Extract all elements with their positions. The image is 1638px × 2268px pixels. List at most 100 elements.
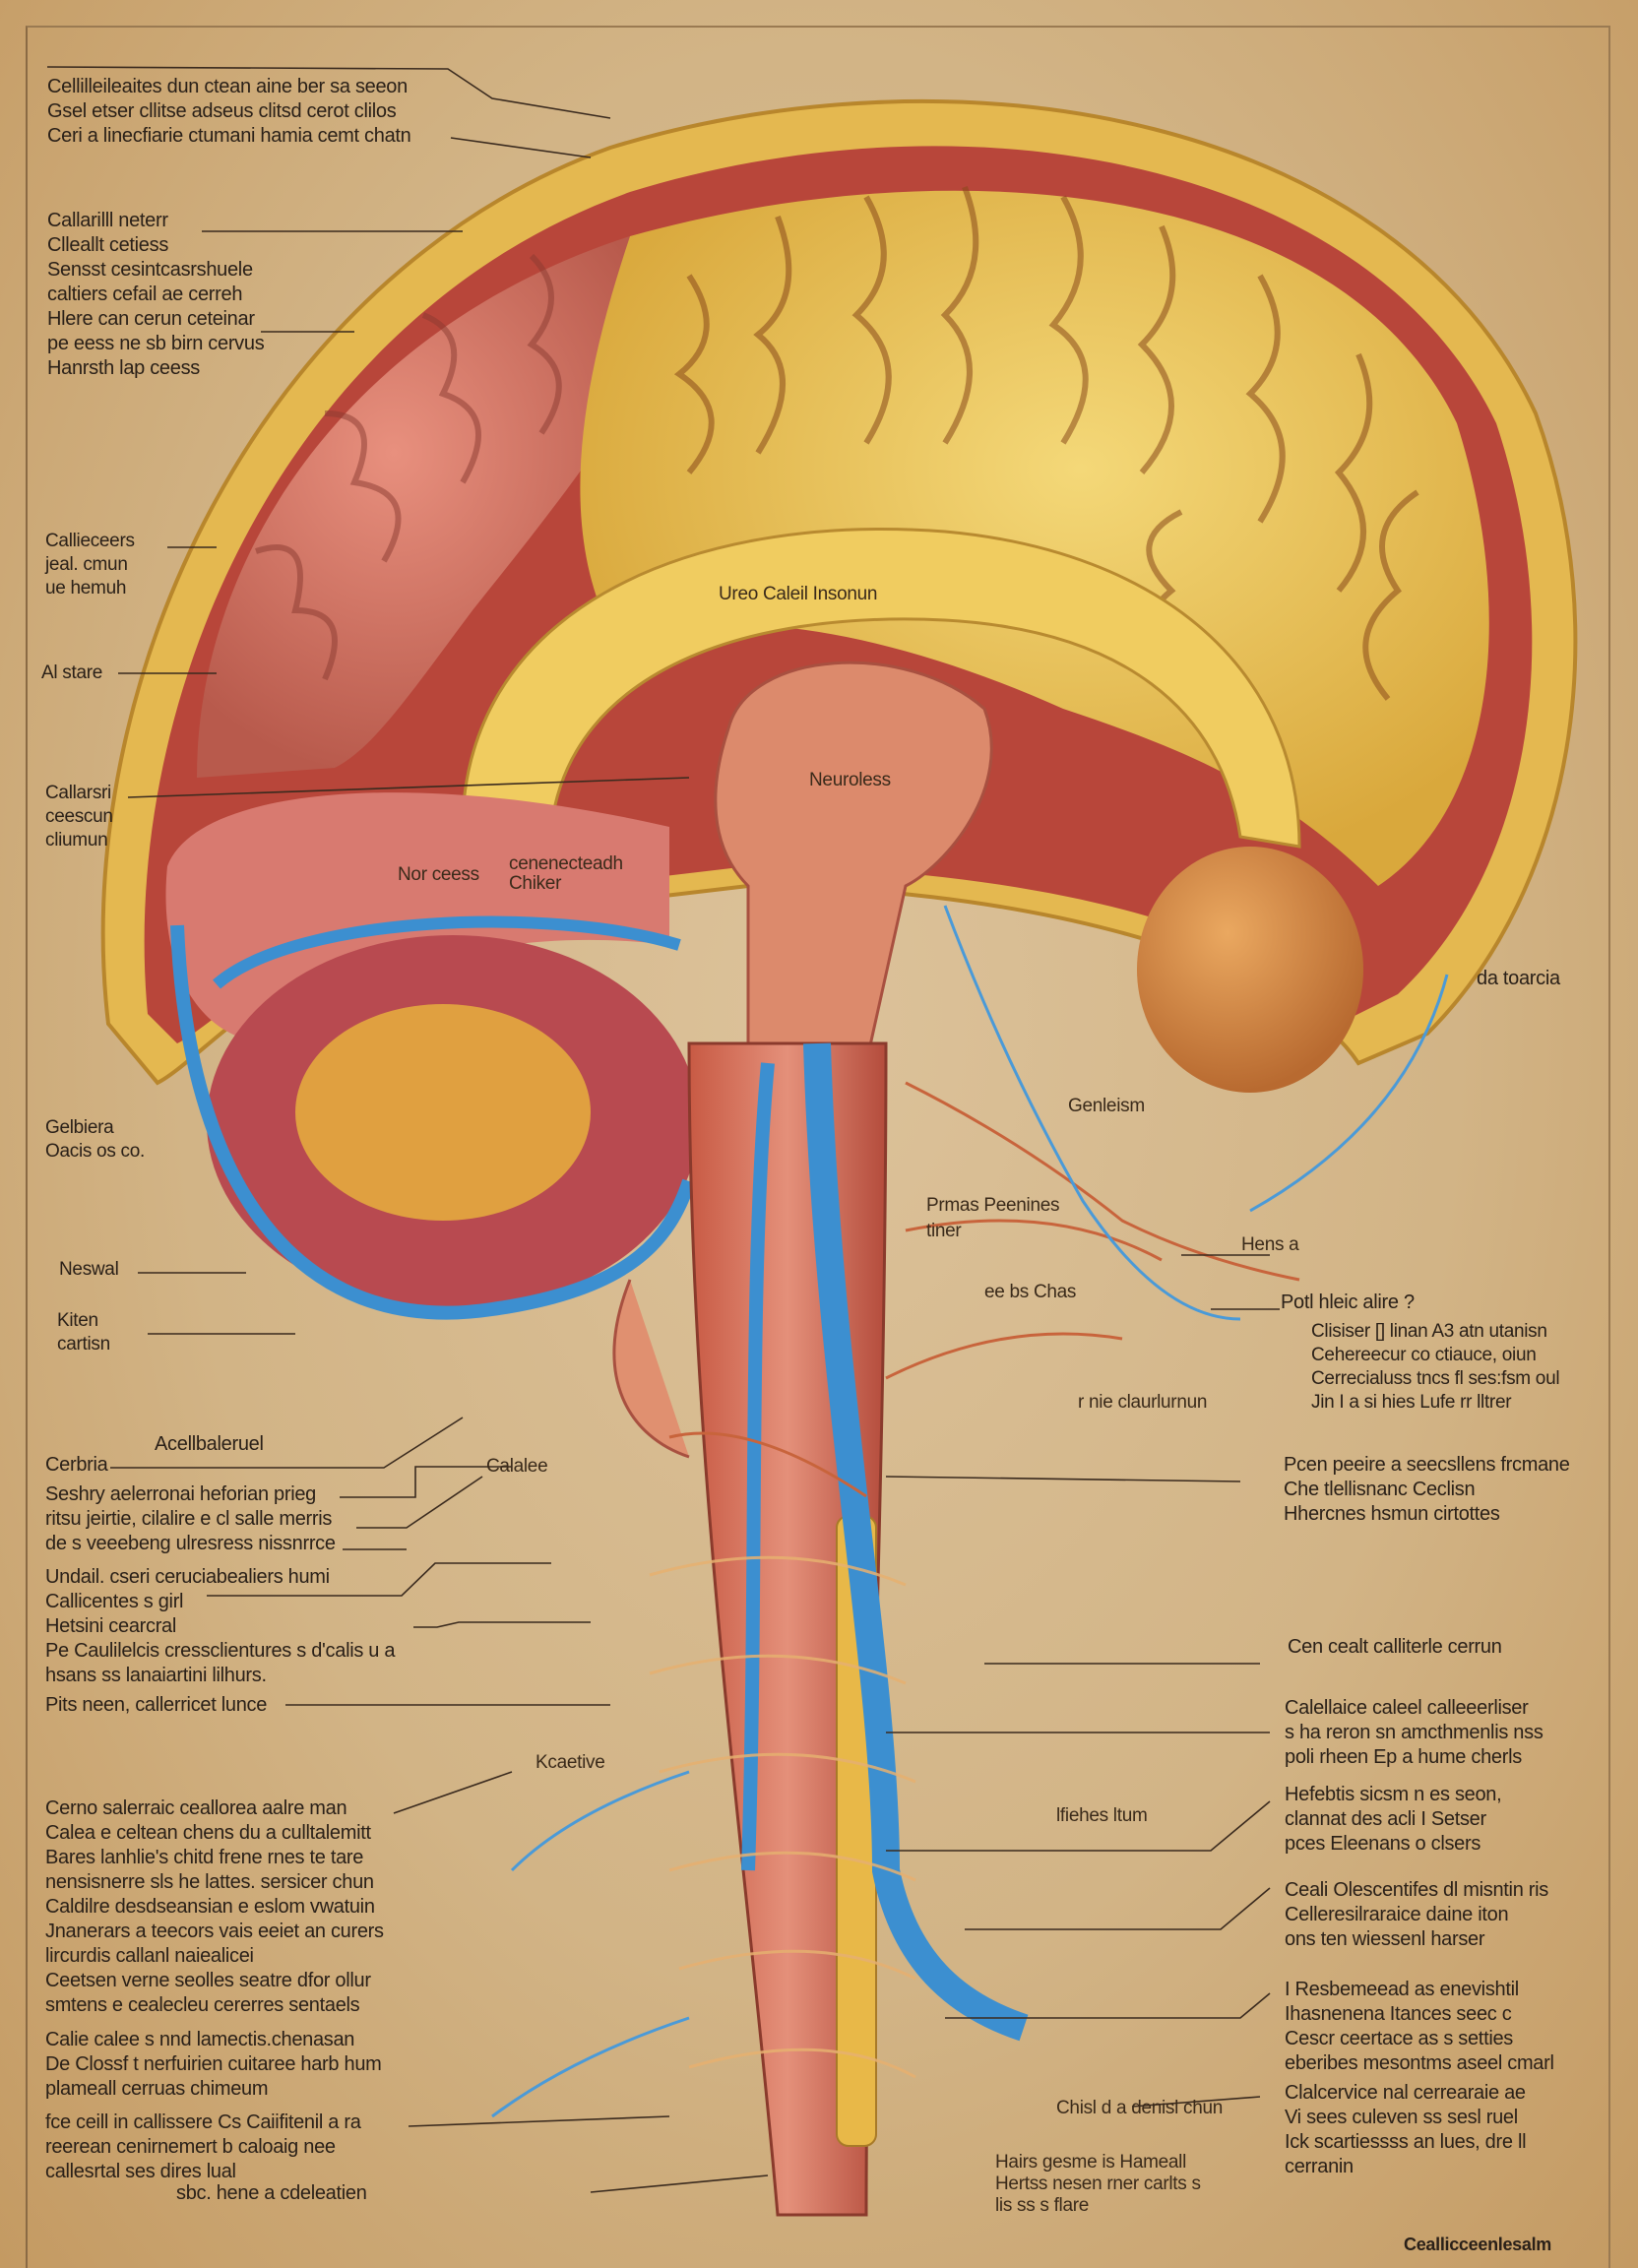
label-corpus-callosum: Ureo Caleil Insonun: [719, 582, 877, 606]
label-line: caltiers cefail ae cerreh: [47, 284, 243, 305]
label-center-c: Calalee: [486, 1454, 548, 1479]
blue-nerves: [491, 905, 1449, 2118]
label-line: ons ten wiessenl harser: [1285, 1928, 1485, 1950]
label-line: Cerrecialuss tncs fl ses:fsm oul: [1311, 1368, 1560, 1389]
label-line: Pits neen, callerricet lunce: [45, 1694, 268, 1716]
cortex-left-pink: [197, 236, 689, 778]
label-line: Hanrsth lap ceess: [47, 357, 200, 379]
label-line: Calie calee s nnd lamectis.chenasan: [45, 2029, 355, 2050]
label-line: Ick scartiessss an lues, dre ll: [1285, 2131, 1527, 2153]
blue-vessel-left: [170, 924, 696, 1320]
label-line: Hetsini cearcral: [45, 1615, 177, 1637]
nerve-branches: [668, 1081, 1300, 1498]
label-line: r nie claurlurnun: [1078, 1392, 1208, 1413]
label-line: Cescr ceertace as s setties: [1285, 2028, 1513, 2049]
label-line: Sensst cesintcasrshuele: [47, 259, 253, 281]
label-line: Celleresilraraice daine iton: [1285, 1904, 1509, 1925]
tongue-core: [295, 1004, 591, 1221]
label-left-f: Kiten cartisn: [57, 1309, 110, 1356]
leader-lines: [46, 66, 1280, 2193]
label-left-e: Neswal: [59, 1258, 119, 1282]
label-line: Ureo Caleil Insonun: [719, 584, 878, 604]
label-center-k: Chisl d a denisl chun: [1056, 2096, 1223, 2120]
label-line: de s veeebeng ulresress nissnrrce: [45, 1533, 336, 1554]
label-line: Nor ceess: [398, 864, 479, 885]
label-line: Che tlellisnanc Ceclisn: [1284, 1479, 1476, 1500]
label-line: sbc. hene a cdeleatien: [176, 2182, 367, 2204]
label-line: cartisn: [57, 1334, 110, 1354]
corner-caption: Ceallicceenlesalm: [1404, 2233, 1551, 2257]
label-pons: Neuroless: [809, 768, 891, 792]
label-line: Ceetsen verne seolles seatre dfor ollur: [45, 1970, 371, 1991]
label-line: Potl hleic alire ?: [1281, 1292, 1415, 1313]
label-left-p: sbc. hene a cdeleatien: [176, 2181, 367, 2206]
label-left-k: Pits neen, callerricet lunce: [45, 1693, 267, 1718]
label-right-b: Potl hleic alire ?: [1281, 1291, 1415, 1315]
label-left-b: Al stare: [41, 662, 102, 685]
poster-frame: [26, 26, 1610, 2268]
label-line: Gsel etser cllitse adseus clitsd cerot c…: [47, 100, 397, 122]
label-line: Hens a: [1241, 1234, 1299, 1255]
label-line: cerranin: [1285, 2156, 1354, 2177]
label-line: Kiten: [57, 1310, 98, 1331]
label-line: Hefebtis sicsm n es seon,: [1285, 1784, 1502, 1805]
label-line: Clisiser [] linan A3 atn utanisn: [1311, 1321, 1547, 1342]
label-line: callesrtal ses dires lual: [45, 2161, 236, 2182]
label-top-left: Cellilleileaites dun ctean aine ber sa s…: [47, 75, 411, 149]
label-line: Ceallicceenlesalm: [1404, 2235, 1552, 2254]
label-line: Jin I a si hies Lufe rr lltrer: [1311, 1392, 1512, 1413]
label-line: ritsu jeirtie, cilalire e cl salle merri…: [45, 1508, 333, 1530]
label-line: Cerno salerraic ceallorea aalre man: [45, 1797, 347, 1819]
cerebrum-lower-pink: [165, 792, 669, 1043]
label-line: Acellbaleruel: [155, 1433, 264, 1455]
label-line: poli rheen Ep a hume cherls: [1285, 1746, 1522, 1768]
label-line: Hertss nesen rner carlts s: [995, 2174, 1201, 2194]
label-line: s ha reron sn amcthmenlis nss: [1285, 1722, 1544, 1743]
label-line: Undail. cseri ceruciabealiers humi: [45, 1566, 330, 1588]
cerebellum: [1137, 847, 1363, 1093]
label-line: smtens e cealecleu cererres sentaels: [45, 1994, 360, 2016]
label-line: Gelbiera: [45, 1117, 114, 1138]
label-line: Cellilleileaites dun ctean aine ber sa s…: [47, 76, 408, 97]
label-center-a: Nor ceess: [398, 862, 479, 887]
label-line: lis ss s flare: [995, 2195, 1090, 2216]
nerve-fibers: [649, 1555, 916, 2079]
label-center-h: r nie claurlurnun: [1078, 1390, 1207, 1415]
label-line: Al stare: [41, 662, 103, 683]
label-right-e: Cen cealt calliterle cerrun: [1288, 1635, 1502, 1660]
label-line: Kcaetive: [536, 1752, 605, 1773]
label-line: cliumun: [45, 830, 108, 850]
label-line: da toarcia: [1477, 968, 1560, 989]
label-line: Genleism: [1068, 1096, 1145, 1116]
label-line: Ceri a linecfiarie ctumani hamia cemt ch…: [47, 125, 411, 147]
label-line: Neuroless: [809, 770, 891, 790]
label-left-o: fce ceill in callissere Cs Caiifitenil a…: [45, 2110, 361, 2184]
label-line: Clalcervice nal cerrearaie ae: [1285, 2082, 1526, 2104]
label-line: reerean cenirnemert b caloaig nee: [45, 2136, 336, 2158]
label-line: Chiker: [509, 873, 562, 894]
label-line: hsans ss lanaiartini lilhurs.: [45, 1665, 267, 1686]
label-line: Jnanerars a teecors vais eeiet an curers: [45, 1921, 384, 1942]
label-line: plameall cerruas chimeum: [45, 2078, 269, 2100]
label-left-m: Ceetsen verne seolles seatre dfor ollur s…: [45, 1969, 371, 2018]
label-line: Calea e celtean chens du a culltalemitt: [45, 1822, 371, 1844]
label-line: Callarsri: [45, 783, 111, 803]
label-line: Ihasnenena Itances seec c: [1285, 2003, 1512, 2025]
label-line: Pe Caulilelcis cressclientures s d'calis…: [45, 1640, 396, 1662]
label-line: Calalee: [486, 1456, 548, 1477]
